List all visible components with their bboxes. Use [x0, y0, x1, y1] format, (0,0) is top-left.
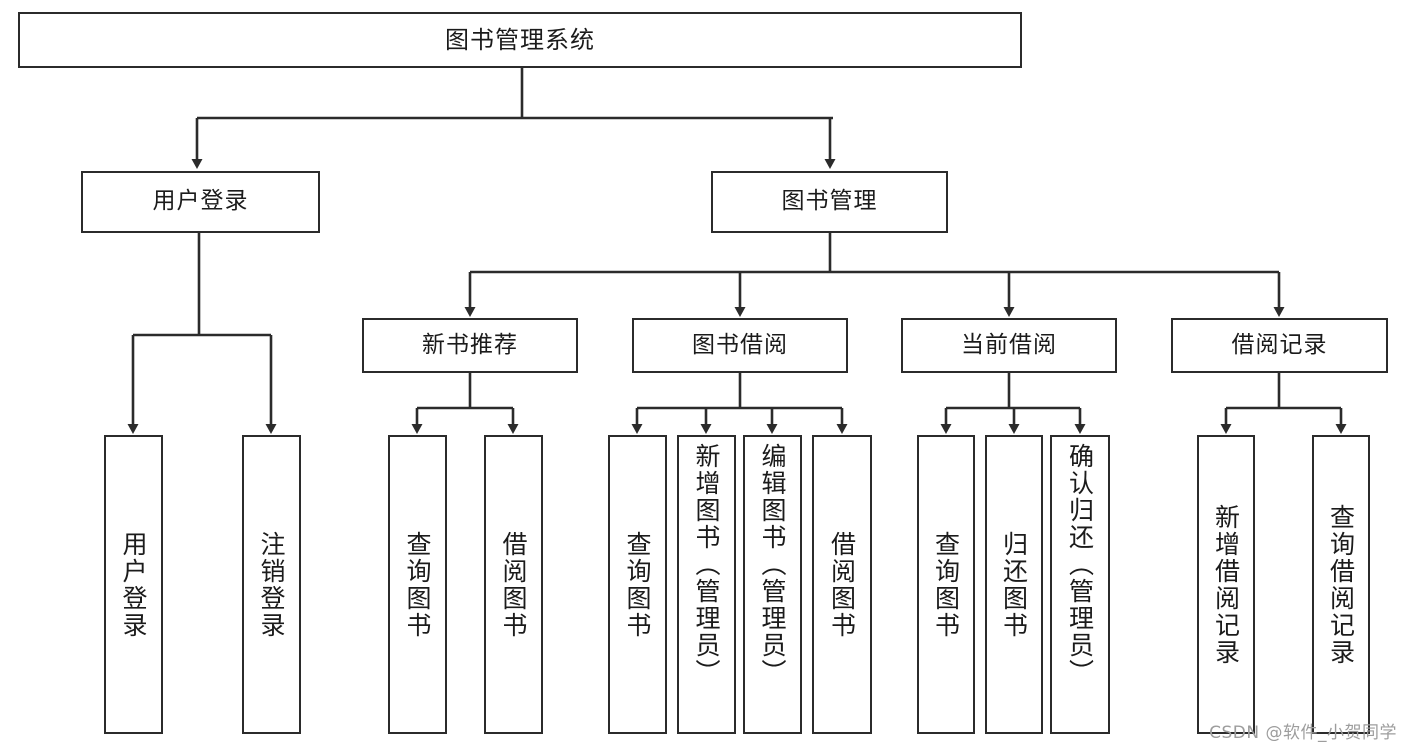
node-label: 图书管理系统	[445, 25, 595, 54]
node-current-borrow[interactable]: 当前借阅	[901, 318, 1117, 373]
leaf-confirm-return-admin[interactable]: 确认归还（管理员）	[1050, 435, 1110, 734]
node-label: 注销登录	[257, 530, 286, 639]
node-label: 查询图书	[403, 530, 432, 639]
leaf-add-borrow-record[interactable]: 新增借阅记录	[1197, 435, 1255, 734]
node-label: 归还图书	[999, 530, 1029, 639]
node-label: 确认归还（管理员）	[1065, 443, 1095, 686]
node-book-management[interactable]: 图书管理	[711, 171, 948, 233]
leaf-borrow-book-new[interactable]: 借阅图书	[484, 435, 543, 734]
node-book-borrow[interactable]: 图书借阅	[632, 318, 848, 373]
node-label: 新增图书（管理员）	[692, 443, 721, 686]
node-label: 查询图书	[931, 530, 961, 639]
node-borrow-record[interactable]: 借阅记录	[1171, 318, 1388, 373]
leaf-logout[interactable]: 注销登录	[242, 435, 301, 734]
leaf-query-book-current[interactable]: 查询图书	[917, 435, 975, 734]
leaf-borrow-book[interactable]: 借阅图书	[812, 435, 872, 734]
node-label: 借阅图书	[827, 530, 857, 639]
node-label: 新增借阅记录	[1211, 503, 1241, 666]
watermark-text: CSDN @软件_小贺同学	[1209, 723, 1397, 743]
node-label: 查询借阅记录	[1326, 503, 1356, 666]
node-user-login[interactable]: 用户登录	[81, 171, 320, 233]
node-label: 借阅图书	[499, 530, 528, 639]
node-label: 用户登录	[119, 530, 148, 639]
node-label: 当前借阅	[961, 331, 1057, 358]
node-label: 借阅记录	[1231, 331, 1328, 358]
leaf-query-borrow-record[interactable]: 查询借阅记录	[1312, 435, 1370, 734]
leaf-add-book-admin[interactable]: 新增图书（管理员）	[677, 435, 736, 734]
node-label: 新书推荐	[422, 331, 518, 358]
leaf-edit-book-admin[interactable]: 编辑图书（管理员）	[743, 435, 802, 734]
leaf-query-book-new[interactable]: 查询图书	[388, 435, 447, 734]
node-root-system[interactable]: 图书管理系统	[18, 12, 1022, 68]
node-label: 图书管理	[781, 188, 878, 215]
node-label: 用户登录	[152, 188, 249, 215]
leaf-return-book[interactable]: 归还图书	[985, 435, 1043, 734]
node-label: 图书借阅	[692, 331, 788, 358]
node-label: 编辑图书（管理员）	[758, 443, 787, 686]
node-label: 查询图书	[623, 530, 652, 639]
leaf-query-book-borrow[interactable]: 查询图书	[608, 435, 667, 734]
node-new-book-recommend[interactable]: 新书推荐	[362, 318, 578, 373]
leaf-user-login[interactable]: 用户登录	[104, 435, 163, 734]
